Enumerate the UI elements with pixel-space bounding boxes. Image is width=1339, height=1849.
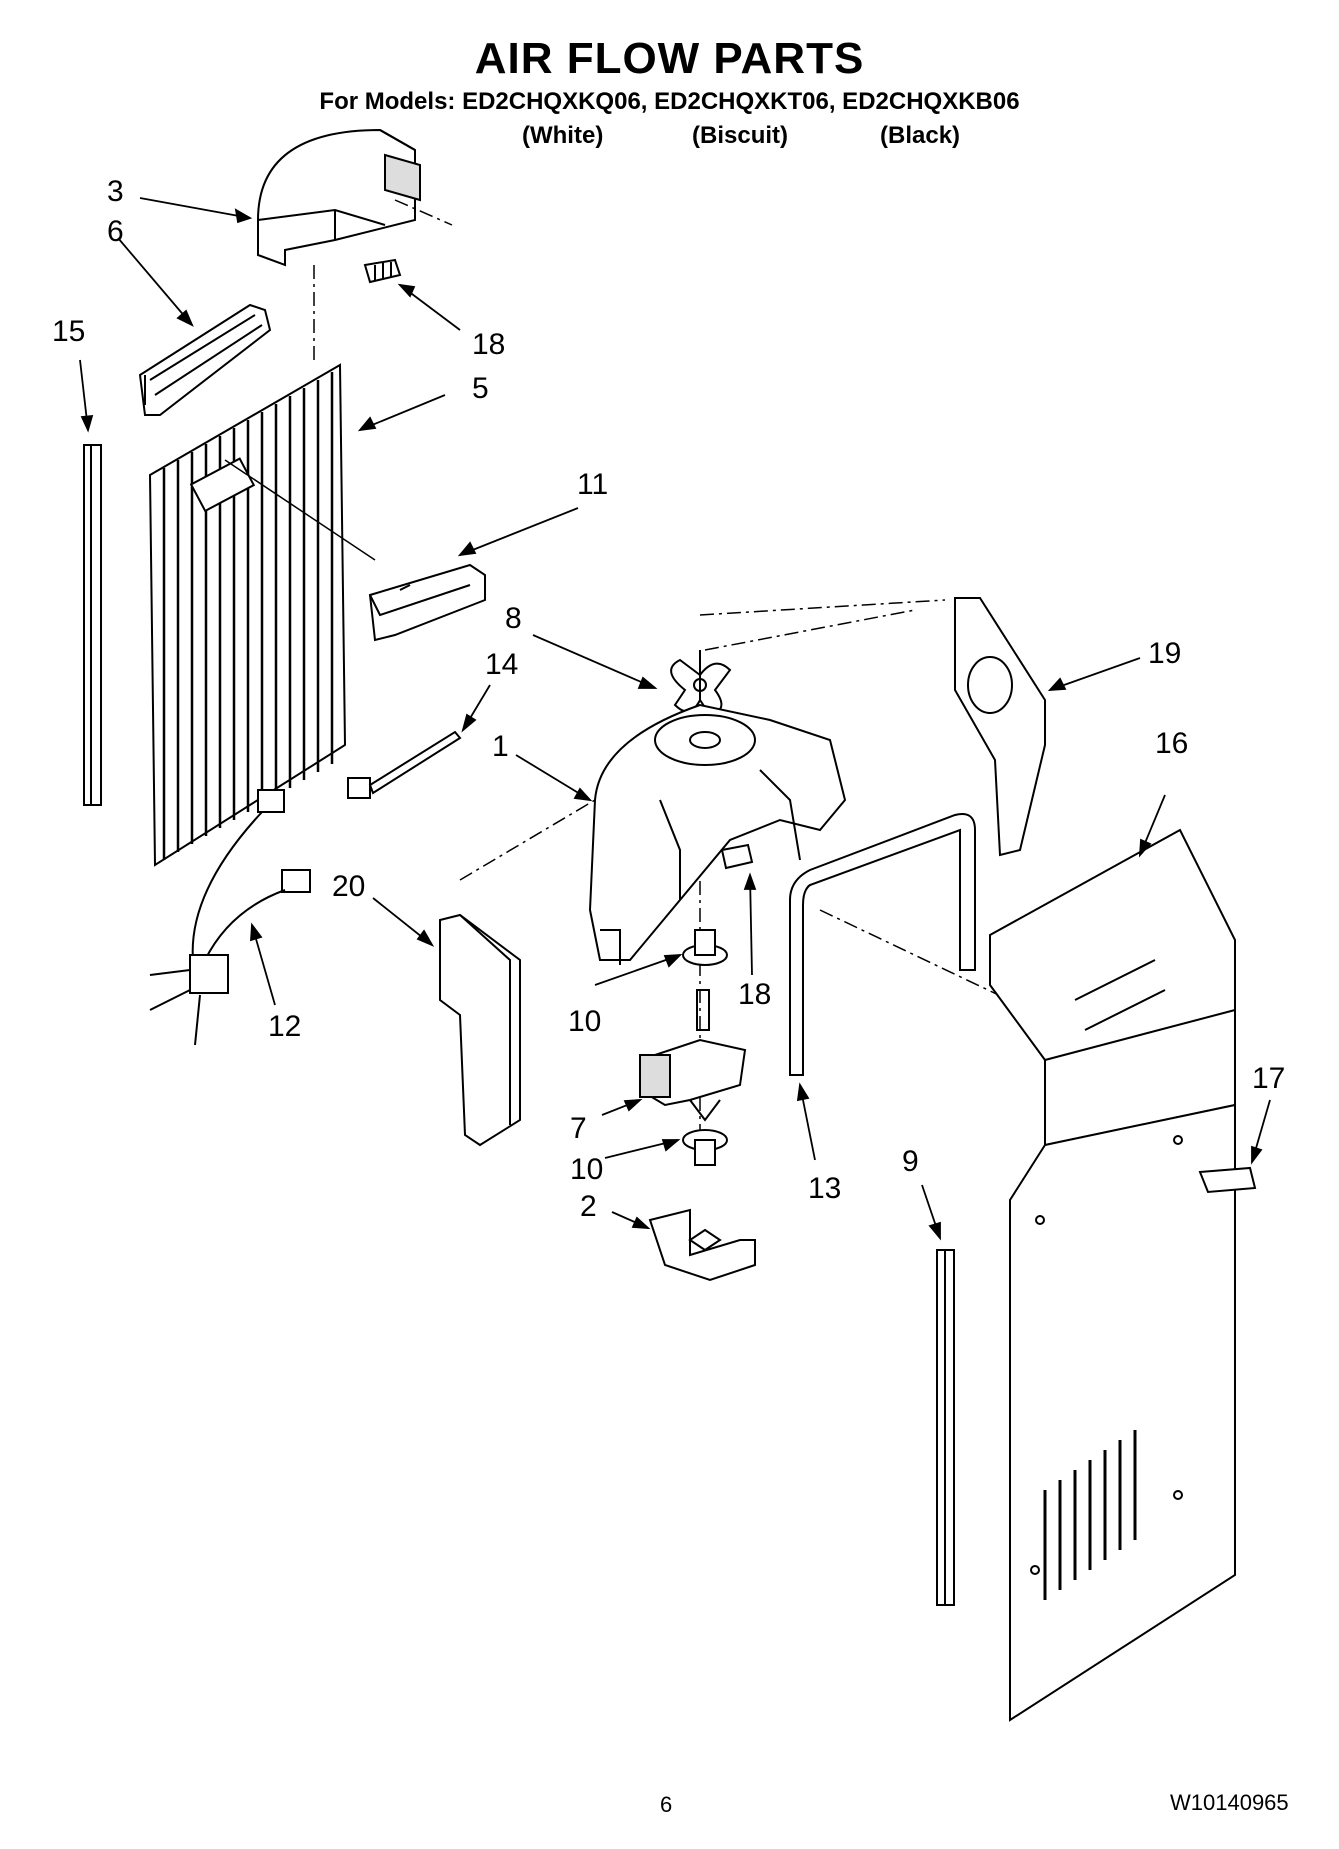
callout-16: 16 [1155,727,1189,760]
page-number: 6 [660,1792,673,1817]
models-line: For Models: ED2CHQXKQ06, ED2CHQXKT06, ED… [319,88,1020,115]
page-title: AIR FLOW PARTS [474,34,865,83]
part-1-fan-housing [588,703,847,965]
part-2-motor-bracket [648,1208,756,1282]
part-10-grommet-upper [682,929,728,966]
part-18-screw-middle [720,843,754,870]
callout-1: 1 [492,730,509,763]
callout-6: 6 [107,215,124,248]
callout-14: 14 [485,648,519,681]
part-13-u-seal [789,813,976,1076]
part-10-grommet-lower [682,1129,728,1166]
callout-10-lower: 10 [570,1153,604,1186]
callout-9: 9 [902,1145,919,1178]
document-number: W10140965 [1170,1790,1289,1815]
part-6-shelf [138,303,272,416]
part-7-fan-motor [639,989,747,1122]
callout-18-middle: 18 [738,978,772,1011]
variant-white: (White) [522,122,604,149]
callout-13: 13 [808,1172,842,1205]
callout-10-upper: 10 [568,1005,602,1038]
part-9-gasket-strip [936,1249,955,1606]
part-17-screw [1198,1166,1257,1194]
callout-19: 19 [1148,637,1182,670]
part-5-evaporator-grille [148,363,347,867]
part-12-wire-harness [149,789,311,1046]
part-15-gasket-strip [83,444,102,806]
part-3-duct-cover [257,128,421,267]
callout-18-top: 18 [472,328,506,361]
guide-lines [313,199,1031,1170]
part-18-screw-top [363,258,402,284]
callout-8: 8 [505,602,522,635]
callout-7: 7 [570,1112,587,1145]
part-14-cable-tie [347,730,462,799]
part-19-side-duct [954,597,1046,857]
part-20-air-deflector [439,913,521,1147]
leader-arrows [79,197,1271,1241]
callout-11: 11 [577,468,609,501]
callout-2: 2 [580,1190,597,1223]
callout-17: 17 [1252,1062,1286,1095]
variant-black: (Black) [880,122,961,149]
callout-15: 15 [52,315,86,348]
callout-3: 3 [107,175,124,208]
part-11-bracket [224,459,486,642]
callout-12: 12 [268,1010,302,1043]
callout-20: 20 [332,870,366,903]
callout-5: 5 [472,372,489,405]
variant-biscuit: (Biscuit) [692,122,788,149]
part-16-air-duct-panel [989,828,1236,1722]
